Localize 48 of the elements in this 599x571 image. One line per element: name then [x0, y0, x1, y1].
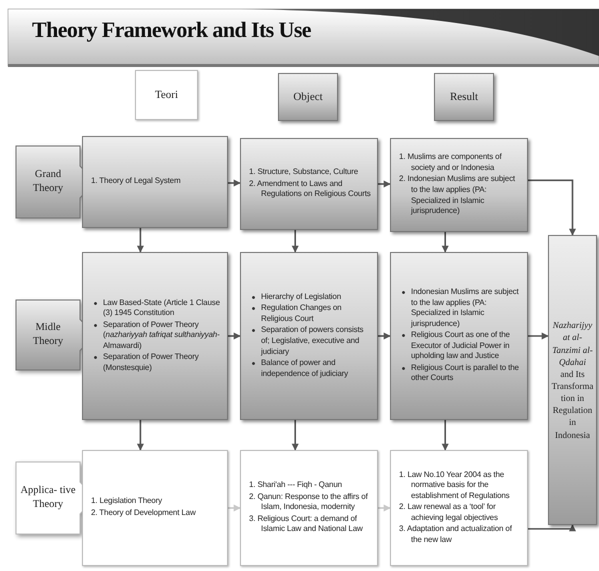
list-item: 3. Adaptation and actualization of the new law — [399, 524, 513, 546]
row-label: Applica- tive Theory — [20, 484, 76, 512]
arrow — [228, 180, 241, 186]
list-item: 2. Qanun: Response to the affirs of Islam, Indonesia, modernity — [249, 492, 369, 513]
arrow — [136, 420, 144, 451]
arrow — [292, 230, 299, 253]
row-label: Grand Theory — [32, 168, 64, 196]
list-item: 2. Amendment to Laws and Regulations on Religious Courts — [249, 178, 371, 200]
result-box: Nazharijyyat al-Tanzimi al-Qdahai and Its Transformation in Regulation in Indonesia — [548, 235, 597, 525]
content-box — [390, 252, 528, 420]
column-header: Result — [434, 73, 494, 121]
arrow — [528, 180, 576, 236]
list-item: 1. Law No.10 Year 2004 as the normative basis for the establishment of Regulations — [399, 470, 511, 502]
arrow — [378, 332, 391, 340]
content-box — [390, 450, 528, 566]
bullet-item: Separation of Power Theory (nazhariyyah tafriqat sulthaniyyah-Almawardi) — [91, 320, 221, 352]
list-item: 1. Structure, Substance, Culture — [249, 167, 360, 178]
content-box — [390, 138, 528, 232]
list-item: 1. Shari'ah --- Fiqh - Qanun — [249, 480, 343, 491]
arrow — [228, 332, 241, 340]
list-item: 1. Legislation Theory — [91, 496, 163, 507]
list-item: 2. Theory of Development Law — [91, 508, 197, 519]
row-label: Midle Theory — [32, 321, 64, 349]
list-item: 1. Muslims are components of society and or Indonesia — [399, 152, 503, 174]
content-box — [240, 252, 378, 420]
content-box — [82, 136, 228, 228]
arrow — [136, 228, 144, 253]
title: Theory Framework and Its Use — [32, 17, 311, 43]
arrow — [228, 504, 241, 512]
bullet-item: Law Based-State (Article 1 Clause (3) 1945 Constitution — [91, 298, 221, 319]
content-box — [82, 450, 228, 566]
arrow — [378, 504, 391, 512]
content-box — [82, 252, 228, 420]
arrow — [442, 232, 449, 253]
list-item: 2. Law renewal as a ‘tool’ for achieving legal objectives — [399, 502, 499, 524]
arrow — [528, 524, 576, 532]
arrow — [442, 420, 449, 451]
column-header: Object — [278, 73, 338, 121]
arrow — [292, 420, 299, 451]
arrow — [378, 180, 391, 188]
list-item: 2. Indonesian Muslims are subject to the law applies (PA: Specialized in Islamic jurisprudence) — [399, 174, 516, 217]
content-box — [240, 138, 378, 230]
list-item: 3. Religious Court: a demand of Islamic Law and National Law — [249, 514, 364, 535]
arrow — [528, 332, 549, 340]
content-box — [240, 450, 378, 566]
list-item: 1. Theory of Legal System — [91, 176, 182, 187]
bullet-item: Indonesian Muslims are subject to the law applies (PA: Specialized in Islamic jurisprudence) — [399, 287, 521, 330]
column-header: Teori — [135, 70, 198, 120]
